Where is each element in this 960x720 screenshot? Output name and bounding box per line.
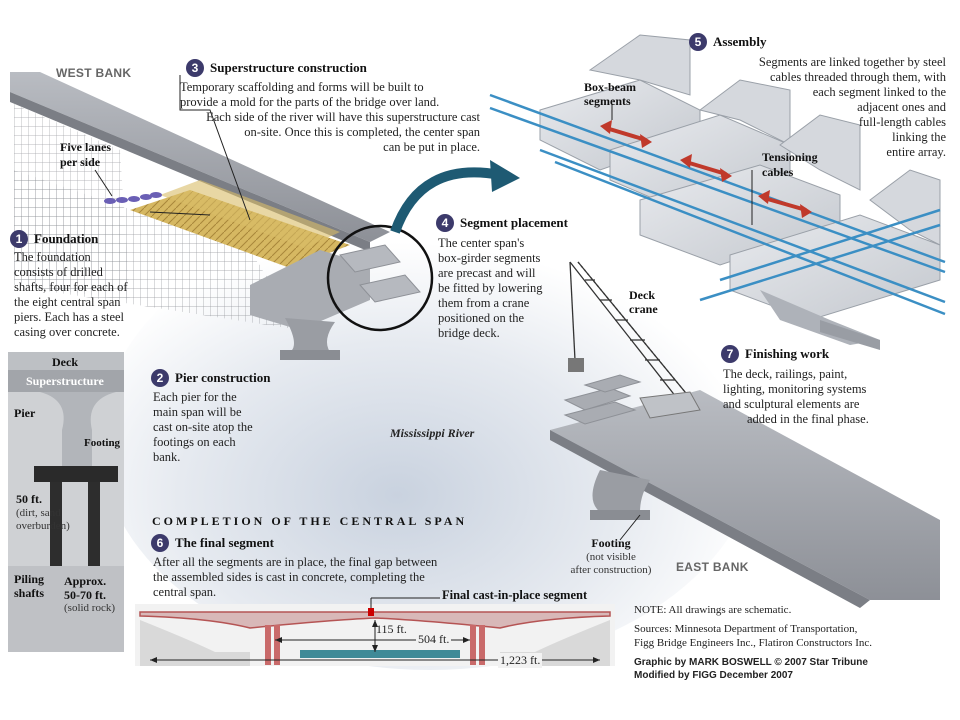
credit: Graphic by MARK BOSWELL © 2007 Star Trib… — [634, 657, 868, 681]
step-3-body: Temporary scaffolding and forms will be … — [180, 80, 480, 154]
step-6-badge: 6 — [151, 534, 169, 552]
step-5-badge: 5 — [689, 33, 707, 51]
river-water — [300, 650, 460, 658]
east-bank-label: EAST BANK — [676, 560, 749, 574]
east-deck — [550, 390, 940, 600]
cs-rock — [8, 566, 124, 652]
west-lattice-front — [14, 104, 130, 300]
east-deck-side — [550, 430, 870, 608]
cs-footing-label: Footing — [84, 437, 121, 449]
final-segment-label: Final cast-in-place segment — [442, 588, 588, 602]
cs-footing — [34, 466, 118, 482]
ground-left — [140, 620, 250, 666]
note: NOTE: All drawings are schematic. — [634, 604, 792, 616]
west-deck — [10, 72, 390, 242]
step-1-title: Foundation — [34, 231, 99, 246]
east-pier — [592, 470, 650, 512]
crane-base — [639, 391, 701, 419]
west-footing — [280, 350, 340, 360]
cs-pier — [40, 392, 116, 468]
dim-height: 115 ft. — [376, 622, 407, 636]
step-3-title: Superstructure construction — [210, 60, 367, 75]
sources: Sources: Minnesota Department of Transpo… — [634, 623, 872, 649]
elevation-piers — [265, 625, 485, 665]
scaffold-forms — [130, 190, 350, 268]
completion-heading: COMPLETION OF THE CENTRAL SPAN — [152, 514, 468, 528]
step-3-badge: 3 — [186, 59, 204, 77]
step-2-badge: 2 — [151, 369, 169, 387]
crane — [569, 261, 691, 403]
cs-depth2: Approx. 50-70 ft. (solid rock) — [64, 574, 116, 614]
scaffold-forms-2 — [160, 180, 340, 248]
cs-superstructure — [8, 370, 124, 392]
dim-main: 504 ft. — [416, 632, 452, 647]
final-segment-marker — [368, 608, 374, 616]
east-segments — [563, 374, 642, 425]
river-label: Mississippi River — [390, 426, 475, 440]
step-1-badge: 1 — [10, 230, 28, 248]
red-arrows — [600, 120, 812, 218]
west-pier — [285, 318, 335, 352]
cs-deck-label: Deck — [52, 355, 78, 369]
dim-total: 1,223 ft. — [498, 653, 543, 668]
step-6-body: After all the segments are in place, the… — [153, 555, 438, 599]
step-4-title: Segment placement — [460, 215, 568, 230]
tensioning-cable-lines — [489, 93, 946, 316]
curved-arrow — [390, 167, 501, 234]
step-4-badge: 4 — [436, 214, 454, 232]
step-2-title: Pier construction — [175, 370, 271, 385]
cs-superstructure-label: Superstructure — [26, 374, 104, 388]
sky-glow — [100, 210, 760, 670]
precast-segments — [339, 244, 421, 303]
lane-markers — [104, 192, 162, 204]
east-footing-label: Footing (not visible after construction) — [570, 536, 652, 576]
step-7-title: Finishing work — [745, 346, 830, 361]
step-6-title: The final segment — [175, 535, 274, 550]
step-7-badge: 7 — [721, 345, 739, 363]
cs-pier-label: Pier — [14, 406, 36, 420]
step-7-body: The deck, railings, paint,lighting, moni… — [723, 367, 869, 426]
girder-profile — [139, 611, 611, 629]
crane-load — [568, 358, 584, 372]
step-5-title: Assembly — [713, 34, 767, 49]
west-bank-label: WEST BANK — [56, 66, 132, 80]
east-footing — [590, 510, 650, 520]
detail-circle — [326, 224, 434, 332]
cs-depth1: 50 ft. (dirt, sand overburden) — [16, 492, 70, 532]
